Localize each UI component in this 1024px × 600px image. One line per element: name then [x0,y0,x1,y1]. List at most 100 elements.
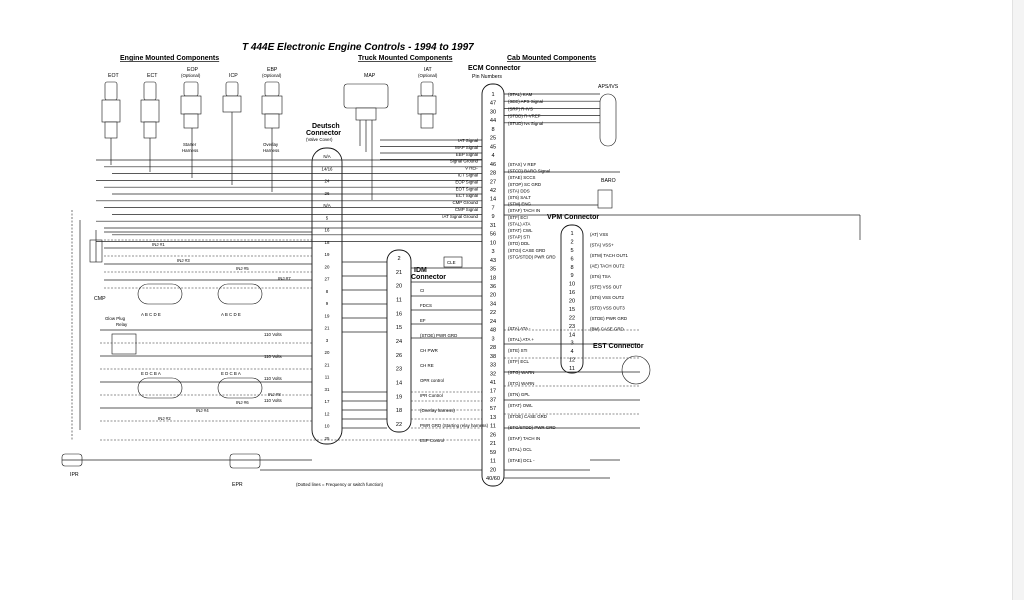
baro-sensor [597,189,613,209]
ecm-pin-number: 59 [490,450,496,456]
deutsch-pin-number: 20 [325,350,330,355]
vpm-signal-label: (ST6) VSS OUT2 [590,295,624,300]
idm-pin-number: 15 [396,325,402,331]
svg-text:Overlay: Overlay [263,142,279,147]
eop-sensor: EOP (Optional) Starter Harness [180,67,202,153]
ecm-pin-number: 43 [490,258,496,264]
ecm-signal-label: (STAE) SCCS [508,175,536,180]
vpm-signal-label: (STD) VSS OUT3 [590,306,625,311]
ecm-pin-number: 1 [491,92,494,98]
vpm-signal-label: (STE) VSS OUT [590,285,622,290]
ecm-misc-label: (STG) WARN [508,381,534,386]
wire-lines [62,93,861,479]
ecm-pin-number: 56 [490,232,496,238]
deutsch-signal-label: 110 Volts [264,398,283,403]
ecm-signal-label: (STAL) ATA [508,221,531,226]
ecm-pin-number: 40/60 [486,476,500,482]
aps-connector [599,93,617,147]
svg-text:MAP: MAP [364,73,376,79]
cle-box [443,256,463,268]
misc-signal-labels: (STA) ATA -(STAL) ATA +(STE) STI(STF) EC… [264,326,556,463]
vpm-pin-number: 2 [570,239,573,245]
deutsch-pin-number: 19 [325,252,330,257]
ecm-signal-label: IAT Signal Ground [442,214,478,219]
ecm-signal-label: (STF) ECI [508,215,528,220]
ecm-pin-number: 8 [491,127,494,133]
inj-label: INJ #3 [177,258,190,263]
svg-text:A B C D E: A B C D E [141,312,161,317]
ecm-signal-label: (STD) DDL [508,241,530,246]
ecm-pin-number: 28 [490,345,496,351]
ecm-signal-label: CMP Ground [452,200,478,205]
ecm-misc-label: (STAT) OWL [508,403,533,408]
ecm-pin-number: 22 [490,310,496,316]
ecm-connector-title: ECM Connector [468,65,521,72]
inj-label: INJ #2 [158,416,171,421]
ecm-pin-number: 11 [490,459,496,465]
ecm-pin-labels: 1473044825454462827421479315610343351836… [486,92,500,482]
svg-text:(Optional): (Optional) [262,73,282,78]
ecm-signal-label: (STAT) CWL [508,228,533,233]
ecm-pin-number: 20 [490,293,496,299]
ecm-signal-label: (STA) DDS [508,188,530,193]
idm-signal-label: (Overlay harness) [420,408,455,413]
deutsch-pin-number: 21 [325,326,330,331]
ect-sensor: ECT [140,73,160,150]
ecm-pin-number: 4 [491,153,494,159]
svg-text:EOP: EOP [187,67,198,73]
vpm-pin-number: 10 [569,282,575,288]
deutsch-pin-number: 5 [326,215,329,220]
ecm-pin-number: 38 [490,354,496,360]
idm-pin-number: 24 [396,339,402,345]
svg-text:E D C B A: E D C B A [141,371,161,376]
vpm-pin-number: 9 [570,273,573,279]
ecm-misc-label: (STG) WARN [508,370,534,375]
deutsch-pin-number: N/A [323,203,330,208]
deutsch-subtitle: (Valve Cover) [306,137,333,142]
ecm-pin-number: 47 [490,101,496,107]
est-connector [621,355,651,385]
inj-label: INJ #5 [236,266,249,271]
injector-connector-left-top: A B C D E [137,283,183,317]
ecm-misc-label: (STG/STDD) PWR GRD [508,425,556,430]
glow-plug-label: Glow Plug [105,316,126,321]
ecm-connector-subtitle: Pin Numbers [472,74,502,80]
ecm-signal-label: MAP Signal [455,145,478,150]
vpm-pin-number: 12 [569,358,575,364]
svg-text:E D C B A: E D C B A [221,371,241,376]
vpm-pin-number: 20 [569,299,575,305]
idm-pin-number: 19 [396,394,402,400]
map-sensor: MAP [343,73,389,160]
idm-pin-number: 22 [396,422,402,428]
idm-signal-label: IPR Control [420,393,443,398]
ecm-signal-label: (STUD) Ivs Signal [508,121,543,126]
ecm-pin-number: 41 [490,380,496,386]
deutsch-pin-number: 20 [325,264,330,269]
ecm-pin-number: 33 [490,363,496,369]
vpm-pin-number: 5 [570,248,573,254]
deutsch-pin-number: 9 [326,301,329,306]
vertical-scrollbar[interactable] [1012,0,1024,600]
epr-label: EPR [232,482,243,488]
idm-connector-body [386,249,412,433]
engine-section-header: Engine Mounted Components [120,55,219,62]
deutsch-signal-label: 110 Volts [264,354,283,359]
ecm-signal-label: ECT Signal [456,193,478,198]
glow-plug-relay [111,333,137,355]
svg-text:ICP: ICP [229,73,238,79]
ecm-pin-number: 46 [490,162,496,168]
ecm-pin-number: 36 [490,284,496,290]
cle-label: CLE [447,260,456,265]
deutsch-connector-body [311,147,343,445]
vpm-pin-number: 11 [569,366,575,372]
ecm-misc-label: (STOE) CASE GRD [508,414,547,419]
ecm-signal-label: EOT Signal [456,186,478,191]
vpm-signal-label: (AT) VSS [590,232,608,237]
ecm-pin-number: 37 [490,397,496,403]
ecm-pin-number: 35 [490,267,496,273]
idm-signal-label: FDCS [420,303,432,308]
deutsch-title2: Connector [306,130,341,137]
deutsch-pin-number: N/A [323,154,330,159]
ecm-connector-body [481,83,505,487]
vpm-connector-body [560,224,584,374]
